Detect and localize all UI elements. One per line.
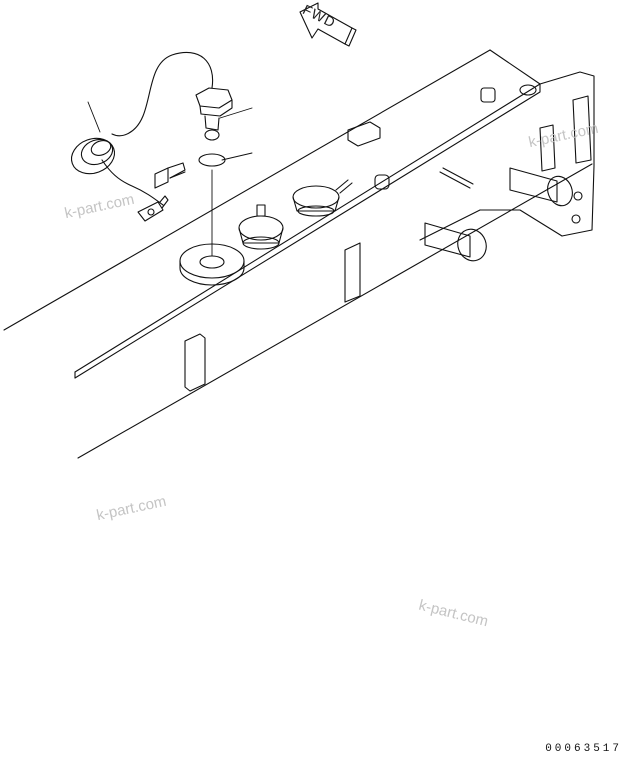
frame-pins (424, 167, 573, 262)
end-plate (539, 95, 592, 224)
top-blocks (347, 84, 537, 190)
terminal-clamp (137, 195, 169, 222)
leader-lines (87, 101, 253, 161)
grease-fittings (238, 179, 353, 250)
fwd-arrow-icon (299, 2, 357, 47)
o-ring (198, 153, 226, 167)
reference-code: 00063517 (545, 743, 622, 755)
frame-tabs (184, 242, 361, 392)
sensor-bolt (195, 87, 233, 141)
washer-plate (179, 243, 245, 286)
wire-harness-lower (101, 159, 164, 206)
connector (154, 162, 186, 189)
frame-beam (3, 49, 595, 459)
wire-harness (111, 51, 214, 137)
grommet (70, 137, 116, 175)
